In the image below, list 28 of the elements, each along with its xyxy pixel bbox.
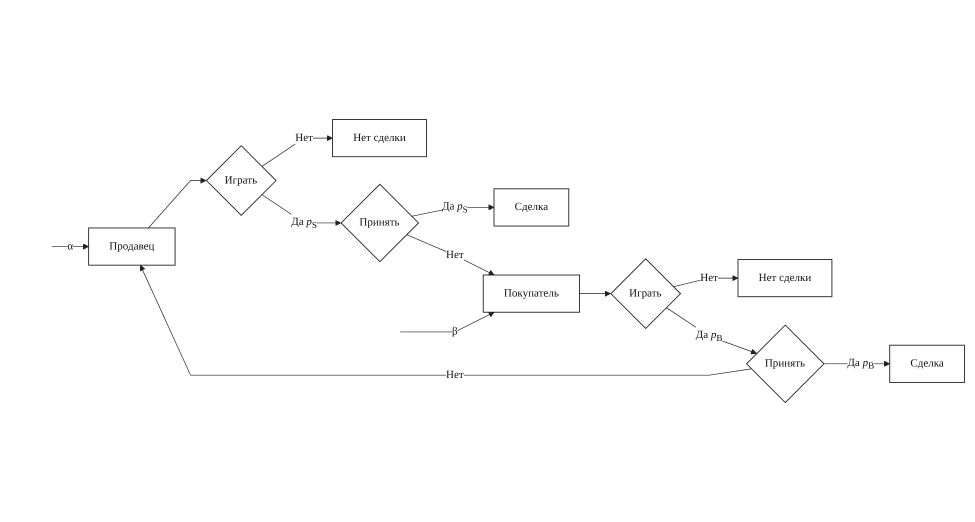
- edge-label: Да p$_{B}$: [696, 329, 722, 344]
- node-box: Продавец: [88, 228, 176, 266]
- arrow: [579, 290, 611, 297]
- node-box: Нет сделки: [332, 119, 427, 158]
- node-diamond: Принять: [340, 184, 420, 262]
- edge-label: Да p$_{B}$: [847, 356, 874, 371]
- node-box: Покупатель: [482, 274, 580, 313]
- edge-label: α: [67, 240, 74, 252]
- node-box: Нет сделки: [738, 259, 832, 298]
- node-diamond: Играть: [206, 145, 277, 216]
- edge-label: Нет: [295, 132, 313, 144]
- edge-label: β: [452, 326, 458, 338]
- arrow: [406, 234, 494, 276]
- node-diamond: Играть: [610, 258, 682, 330]
- arrow: [52, 244, 89, 250]
- arrow: [666, 307, 757, 354]
- edge-label: Нет: [446, 249, 464, 261]
- node-diamond: Принять: [746, 324, 825, 404]
- edge-label: Нет: [700, 272, 718, 284]
- arrow: [261, 135, 333, 167]
- arrow: [140, 264, 752, 376]
- arrow: [148, 178, 206, 228]
- node-box: Сделка: [494, 188, 570, 226]
- edge-label: Да p$_{S}$: [291, 216, 318, 230]
- arrow: [400, 312, 494, 332]
- edge-label: Да p$_{S}$: [442, 200, 468, 214]
- node-box: Сделка: [889, 344, 965, 383]
- edge-label: Нет: [446, 369, 464, 381]
